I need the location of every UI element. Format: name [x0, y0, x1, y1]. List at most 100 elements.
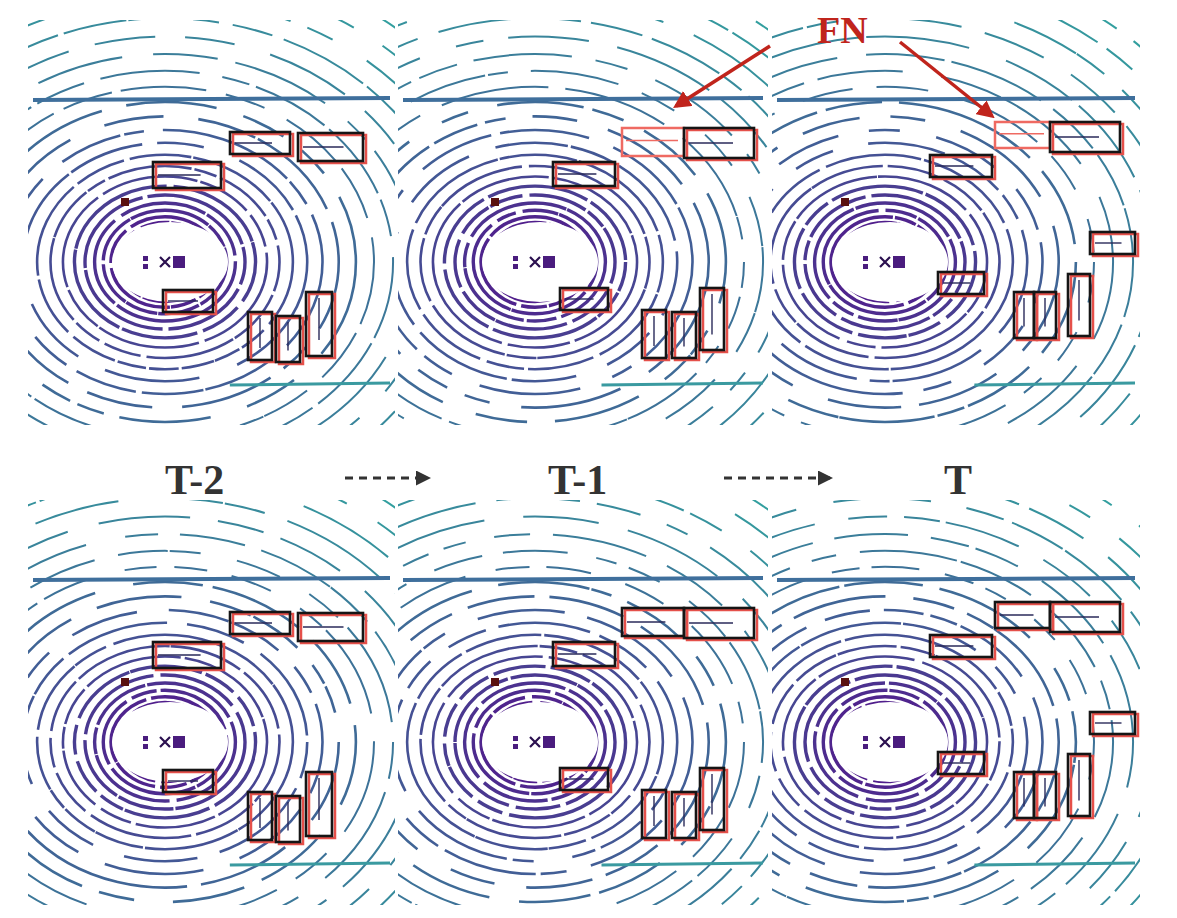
ego-mark — [143, 256, 148, 261]
box-points — [259, 318, 260, 348]
lidar-ring — [85, 195, 245, 329]
pred-box — [1034, 772, 1056, 818]
lidar-ring — [398, 500, 768, 905]
ego-mark — [841, 678, 849, 686]
box-points — [935, 165, 973, 166]
box-points — [711, 774, 712, 815]
box-points — [158, 654, 201, 655]
lidar-ring — [398, 20, 768, 425]
pred-box — [560, 768, 608, 790]
box-points — [168, 300, 198, 301]
lidar-ring — [28, 102, 356, 422]
box-points — [1095, 722, 1122, 723]
box-points — [318, 778, 319, 820]
bounding-box — [622, 608, 687, 638]
box-points — [158, 174, 201, 175]
pred-box — [153, 642, 221, 668]
gt-box — [687, 610, 757, 640]
pred-box — [1034, 292, 1056, 338]
lidar-ring — [28, 116, 339, 407]
ego-mark — [530, 257, 540, 267]
ego-mark — [841, 198, 849, 206]
box-points — [943, 282, 970, 283]
gt-box — [1053, 124, 1123, 154]
callout-label: FN — [817, 11, 868, 49]
lidar-ring — [407, 635, 663, 849]
box-points — [689, 622, 733, 623]
lidar-ring — [783, 656, 987, 827]
lidar-ring — [772, 517, 1140, 905]
lidar-ring — [74, 666, 255, 818]
lidar-ring — [28, 20, 395, 425]
lidar-ring — [398, 596, 709, 887]
gt-box — [556, 644, 618, 668]
lidar-ring — [794, 666, 975, 818]
pred-box — [684, 128, 754, 158]
wall-line — [33, 578, 390, 580]
lidar-ring — [50, 166, 279, 358]
pred-box — [1068, 274, 1090, 336]
pred-box — [672, 312, 696, 358]
box-points — [1055, 616, 1099, 617]
lidar-ring — [398, 500, 768, 905]
bounding-box — [1050, 122, 1123, 154]
gt-box — [1093, 234, 1138, 256]
lidar-ring — [772, 20, 1140, 425]
time-label: T-2 — [165, 459, 224, 501]
box-points — [1000, 614, 1034, 615]
wall-line — [974, 863, 1135, 865]
lidar-ring — [772, 20, 1140, 425]
time-label: T — [944, 459, 972, 501]
lidar-ring — [433, 656, 637, 827]
ego-mark — [880, 737, 890, 747]
bounding-box — [642, 310, 669, 360]
box-points — [1078, 760, 1079, 801]
ego-mark — [863, 744, 868, 749]
ego-mark — [893, 736, 905, 748]
lidar-ring — [28, 20, 395, 425]
lidar-ring — [398, 610, 693, 874]
box-points — [689, 142, 733, 143]
lidar-ring — [398, 534, 768, 905]
lidar-ring — [398, 143, 677, 381]
pred-box — [230, 132, 290, 154]
lidar-ring — [28, 596, 339, 887]
wall-line — [974, 383, 1135, 385]
wall-line — [33, 98, 390, 100]
pred-box — [938, 272, 984, 294]
bounding-box — [248, 312, 275, 362]
lidar-ring — [398, 116, 709, 407]
bounding-box — [230, 612, 293, 636]
lidar-ring — [772, 610, 1043, 874]
box-points — [287, 322, 288, 351]
box-points — [935, 645, 973, 646]
bounding-box — [153, 162, 224, 190]
bounding-box — [276, 316, 303, 364]
box-points — [683, 318, 684, 347]
pred-box — [642, 790, 666, 838]
bounding-box — [560, 768, 611, 792]
box-points — [1055, 136, 1099, 137]
ego-mark — [513, 256, 518, 261]
wall-line — [777, 98, 1135, 100]
lidar-ring — [28, 71, 393, 425]
ego-mark — [513, 744, 518, 749]
gt-box — [156, 644, 224, 670]
pred-box — [938, 752, 984, 774]
ego-mark — [513, 264, 518, 269]
pred-box — [672, 792, 696, 838]
bounding-box — [1090, 232, 1138, 256]
lidar-ring — [772, 116, 1059, 407]
point-cloud — [28, 20, 395, 425]
box-points — [1044, 298, 1045, 327]
ego-mark — [173, 736, 185, 748]
pred-box — [930, 635, 992, 657]
bounding-box — [995, 122, 1050, 148]
bounding-box — [230, 132, 293, 156]
lidar-ring — [772, 500, 1140, 905]
bounding-box — [1034, 292, 1059, 340]
pred-box — [163, 290, 213, 312]
lidar-ring — [772, 54, 1133, 425]
ego-blank — [832, 702, 948, 782]
